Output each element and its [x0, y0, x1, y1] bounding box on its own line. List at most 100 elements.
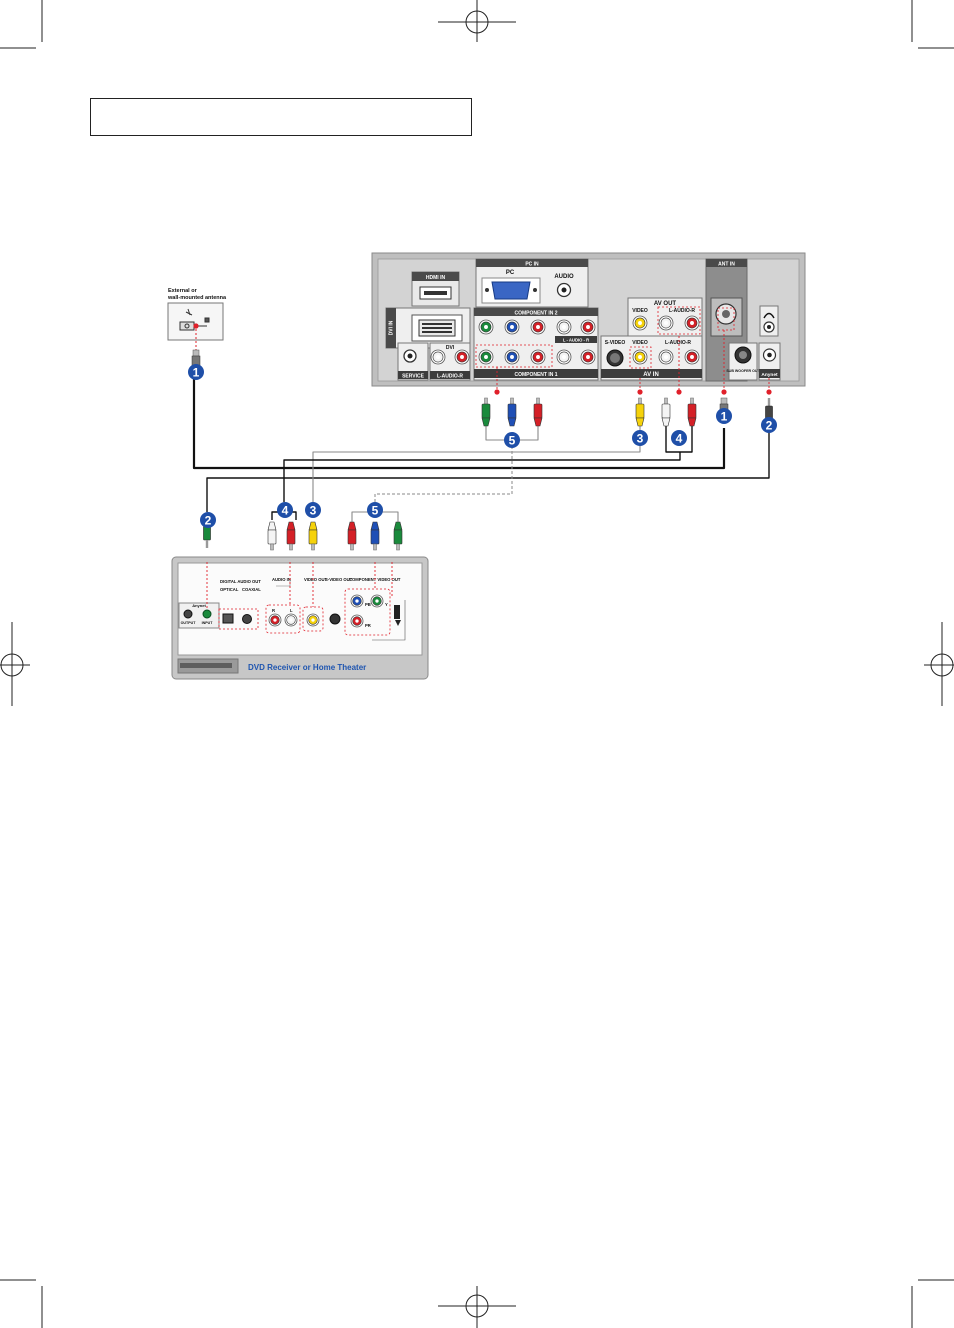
dvd-video-jack [306, 613, 320, 627]
dvd-anynet-label: Anynet [192, 603, 206, 608]
connection-marker [676, 389, 682, 395]
pc-audio-label: AUDIO [554, 274, 574, 280]
av-out-video-label: VIDEO [632, 308, 648, 314]
tv-rear-panel: HDMI IN PC IN PC AUDIO DVI IN SERVICE DV… [371, 252, 806, 387]
antenna-icon [179, 308, 210, 331]
sub-woofer-label: SUB WOOFER OUT [726, 369, 760, 373]
dvd-audio-l-jack [284, 613, 298, 627]
dvd-anynet-in-jack [202, 609, 212, 619]
callout-number: 5 [372, 503, 379, 517]
connection-marker [637, 389, 643, 395]
component-in-1-jack [478, 349, 494, 365]
dvd-audio-in-label: AUDIO IN [272, 577, 291, 582]
s-video-label: S-VIDEO [605, 340, 626, 346]
av-out-audio-label: L-AUDIO-R [669, 308, 695, 314]
dvd-audio-plug-white [267, 521, 277, 551]
cable-plugs [191, 323, 773, 601]
component-in-2-jack [580, 319, 596, 335]
callout-badge: 1 [716, 408, 732, 424]
dvd-audio-plug-red [286, 521, 296, 551]
callout-number: 3 [310, 503, 317, 517]
tv-anynet-plug [765, 398, 773, 421]
connection-marker [494, 389, 500, 395]
dvd-pr-label: PR [365, 623, 371, 628]
connection-marker [721, 389, 727, 395]
dvd-s-video-out-label: S-VIDEO OUT [325, 577, 353, 582]
dvd-pr-jack [350, 614, 364, 628]
callout-badge: 1 [188, 364, 204, 380]
dvd-r-label: R [272, 608, 275, 613]
audio-plug-red [687, 397, 697, 427]
callout-number: 5 [509, 433, 516, 447]
dvd-rca-jacks [268, 594, 384, 628]
av-out-audio-r-jack [684, 315, 700, 331]
dvi-in-label: DVI IN [389, 320, 395, 335]
component-in-1-highlight [475, 344, 553, 368]
antenna-group: External or wall-mounted antenna [167, 288, 227, 350]
headphone-icon [763, 312, 775, 319]
av-out-label: AV OUT [654, 301, 677, 307]
dvd-anynet-plug [203, 525, 211, 548]
callout-number: 2 [766, 418, 773, 432]
component-audio-label: L - AUDIO - R [563, 338, 589, 343]
callouts: 1 1 2 2 3 3 4 4 5 5 [188, 364, 777, 528]
callout-badge: 5 [367, 502, 383, 518]
vga-port [491, 281, 531, 300]
callout-badge: 5 [504, 432, 520, 448]
callout-number: 4 [282, 503, 289, 517]
pc-in-label: PC IN [525, 262, 539, 268]
dvd-video-out-label: VIDEO OUT [304, 577, 327, 582]
callout-number: 2 [205, 513, 212, 527]
av-in-audio-label: L-AUDIO-R [665, 340, 691, 346]
av-out-video-jack [632, 315, 648, 331]
callout-badge: 3 [305, 502, 321, 518]
component-plug-green [481, 397, 491, 427]
digital-audio-out-label: DIGITAL AUDIO OUT [220, 579, 261, 584]
service-label: SERVICE [402, 374, 425, 380]
antenna-label-line2: wall-mounted antenna [167, 295, 227, 301]
component-in-1-jack [580, 349, 596, 365]
tv-anynet-label: Anynet [761, 372, 778, 378]
callout-number: 1 [193, 365, 200, 379]
callout-number: 3 [637, 431, 644, 445]
dvi-audio-label: L-AUDIO-R [437, 374, 463, 380]
component-plug-blue [507, 397, 517, 427]
av-in-video-label: VIDEO [632, 340, 648, 346]
component-in-2-label: COMPONENT IN 2 [514, 311, 557, 317]
dvd-output-label: OUTPUT [181, 621, 197, 625]
coax-cable [192, 372, 726, 470]
coaxial-port [242, 614, 252, 624]
ant-in-label: ANT IN [718, 262, 735, 268]
component-in-1-jack [530, 349, 546, 365]
callout-badge: 3 [632, 430, 648, 446]
hdmi-in-label: HDMI IN [426, 275, 446, 281]
dvd-video-plug-yellow [308, 521, 318, 551]
anynet-cable [206, 432, 770, 512]
dvd-switch [394, 605, 400, 619]
av-out-audio-l-jack [658, 315, 674, 331]
component-in-1-label: COMPONENT IN 1 [514, 372, 557, 378]
optical-port [222, 613, 234, 624]
audio-plug-white [661, 397, 671, 427]
video-plug-yellow [635, 397, 645, 427]
dvd-input-label: INPUT [202, 621, 214, 625]
audio-cable [283, 426, 693, 502]
callout-badge: 4 [671, 430, 687, 446]
tv-rca-jacks [430, 315, 700, 365]
component-in-2-jack [530, 319, 546, 335]
dvd-y-label: Y [385, 602, 388, 607]
dvd-audio-r-jack [268, 613, 282, 627]
antenna-label-line1: External or [168, 288, 198, 294]
callout-badge: 4 [277, 502, 293, 518]
connection-marker [193, 323, 199, 329]
dvd-pb-label: PB [365, 602, 371, 607]
dvd-s-video-jack [329, 613, 341, 625]
optical-label: OPTICAL [220, 587, 239, 592]
antenna-coax-plug [191, 349, 201, 367]
dvi-label: DVI [446, 345, 455, 351]
callout-badge: 2 [200, 512, 216, 528]
component-in-2-jack [478, 319, 494, 335]
component-in-1-jack [556, 349, 572, 365]
av-in-label: AV IN [643, 372, 659, 378]
